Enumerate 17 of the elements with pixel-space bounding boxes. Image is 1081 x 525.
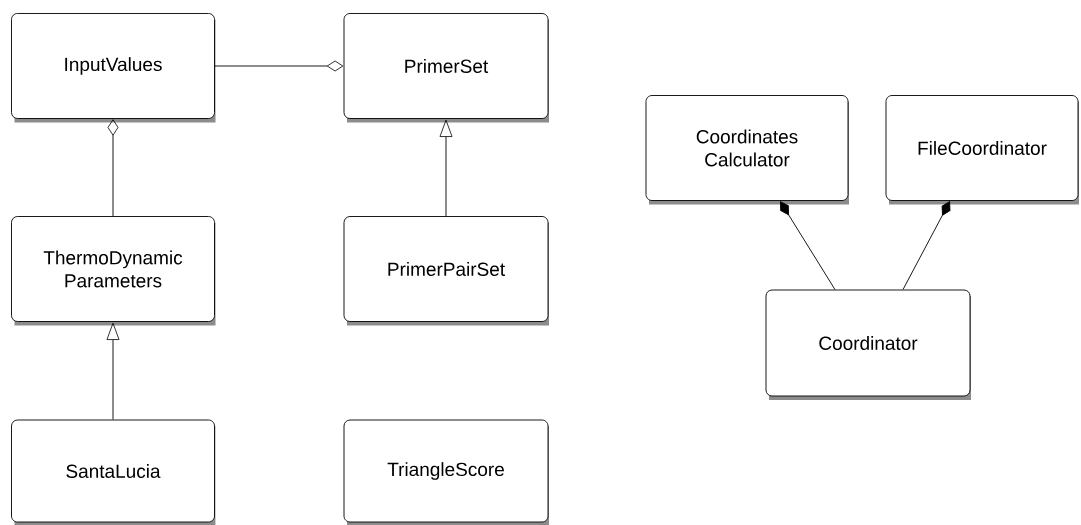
connector	[780, 201, 836, 290]
connector	[902, 201, 951, 290]
arrow	[439, 119, 453, 217]
connector	[107, 119, 119, 217]
node-label: FileCoordinator	[918, 141, 1047, 155]
class-box: PrimerPairSet	[343, 216, 549, 326]
class-box: Coordinator	[765, 289, 971, 400]
connector	[214, 60, 344, 72]
arrow	[106, 322, 120, 420]
class-box: PrimerSet	[343, 13, 549, 123]
class-box: FileCoordinator	[885, 95, 1079, 205]
class-box: TriangleScore	[343, 419, 549, 525]
class-box: ThermoDynamic Parameters	[11, 216, 216, 326]
class-box: Coordinates Calculator	[645, 95, 849, 205]
class-box: InputValues	[11, 13, 216, 123]
class-box: SantaLucia	[11, 419, 216, 525]
node-label: SantaLucia	[66, 464, 161, 478]
